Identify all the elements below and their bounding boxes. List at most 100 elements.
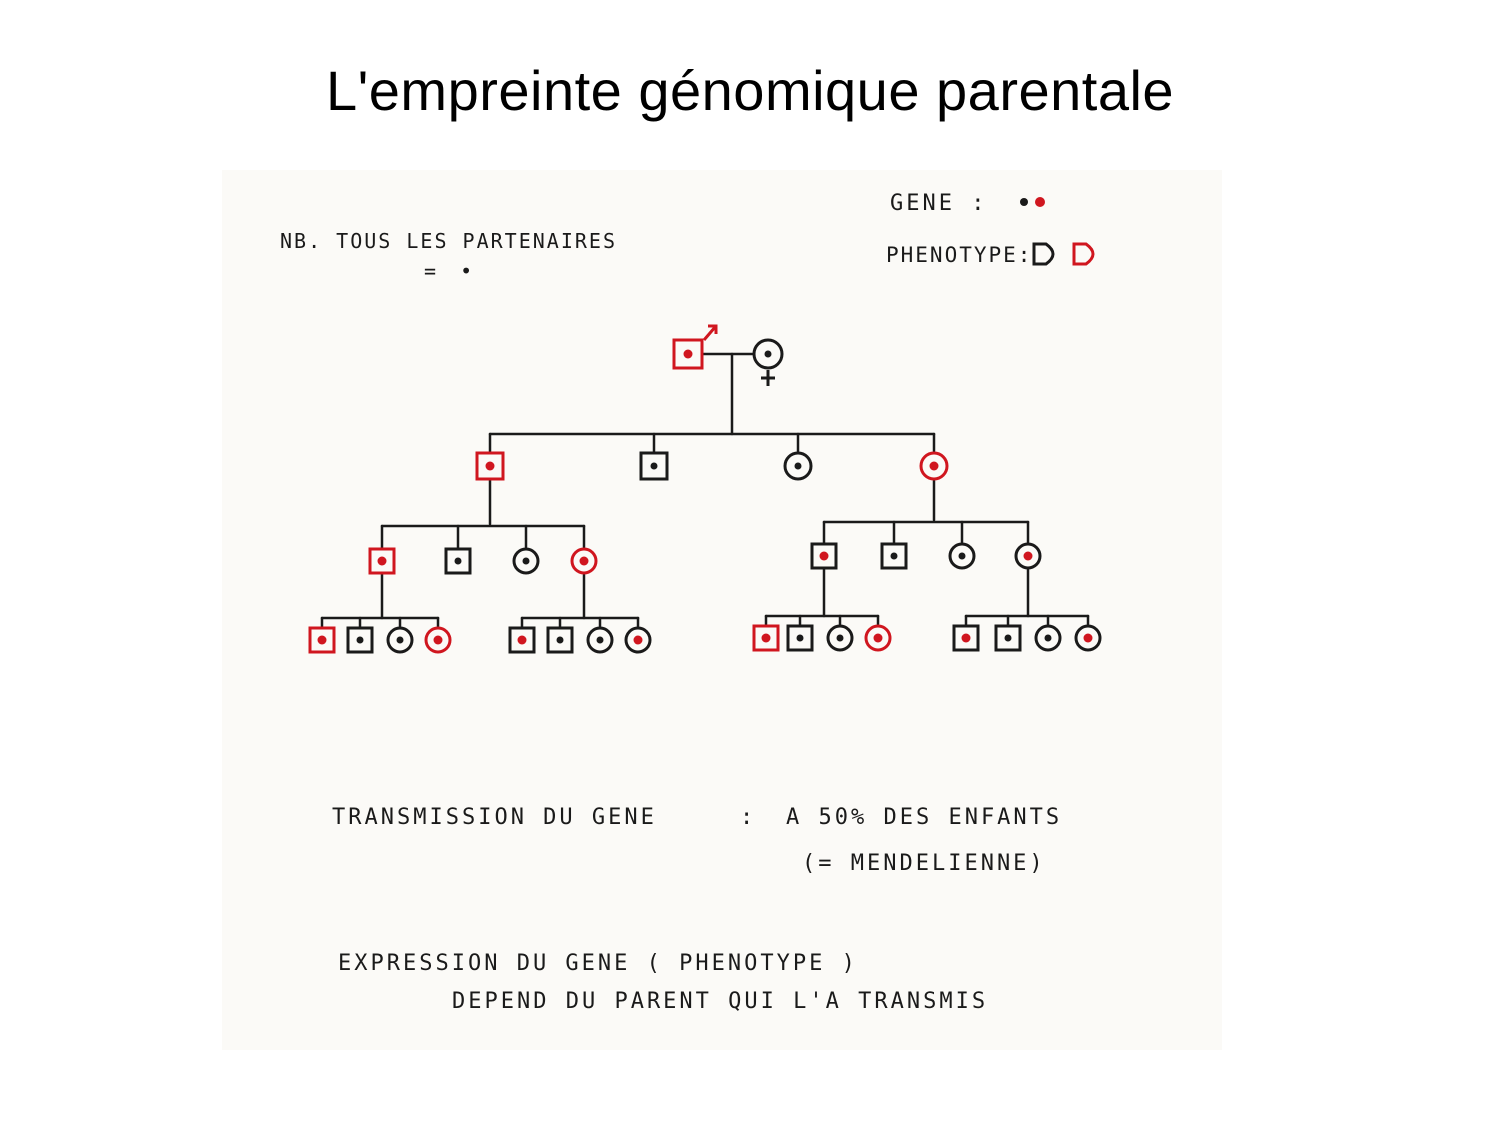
expression-line-2: DEPEND DU PARENT QUI L'A TRANSMIS xyxy=(452,989,988,1014)
square-symbol xyxy=(880,542,908,570)
circle-symbol xyxy=(386,626,414,654)
square-symbol xyxy=(786,624,814,652)
square-symbol xyxy=(752,624,780,652)
gene-dot xyxy=(633,635,643,645)
legend-phenotype-label: PHENOTYPE: xyxy=(886,243,1032,267)
square-symbol xyxy=(346,626,374,654)
transmission-separator: : xyxy=(740,805,756,830)
expression-line-1: EXPRESSION DU GENE ( PHENOTYPE ) xyxy=(338,951,858,976)
gene-dot xyxy=(794,462,802,470)
male-individual xyxy=(672,338,704,370)
square-symbol xyxy=(368,547,396,575)
gene-dot xyxy=(1004,634,1012,642)
legend-gene-dot-red xyxy=(1035,197,1045,207)
circle-symbol xyxy=(1014,542,1042,570)
circle-symbol xyxy=(783,451,813,481)
female-individual xyxy=(864,624,892,652)
pedigree-drawing: GENE : PHENOTYPE: NB. TOUS LES PARTENAIR… xyxy=(222,170,1222,1050)
circle-symbol xyxy=(826,624,854,652)
female-individual xyxy=(624,626,652,654)
gene-dot xyxy=(485,461,495,471)
gene-dot xyxy=(890,552,898,560)
male-individual xyxy=(508,626,536,654)
female-individual xyxy=(586,626,614,654)
square-symbol xyxy=(475,451,505,481)
gene-dot xyxy=(433,635,443,645)
male-individual xyxy=(475,451,505,481)
gene-dot xyxy=(796,634,804,642)
male-individual xyxy=(810,542,838,570)
gene-dot xyxy=(556,636,564,644)
male-individual xyxy=(346,626,374,654)
female-individual xyxy=(386,626,414,654)
male-sign-arrow xyxy=(702,324,718,341)
circle-symbol xyxy=(512,547,540,575)
gene-dot xyxy=(317,635,327,645)
circle-symbol xyxy=(752,338,784,370)
transmission-value: A 50% DES ENFANTS xyxy=(786,805,1062,830)
gene-dot xyxy=(836,634,844,642)
square-symbol xyxy=(810,542,838,570)
nb-line-1: NB. TOUS LES PARTENAIRES xyxy=(280,229,617,253)
female-individual xyxy=(1034,624,1062,652)
female-individual xyxy=(919,451,949,481)
female-individual xyxy=(752,338,784,370)
female-individual xyxy=(1074,624,1102,652)
legend-gene-label: GENE : xyxy=(890,191,987,216)
female-sign-cross xyxy=(761,370,775,386)
male-individual xyxy=(880,542,908,570)
female-individual xyxy=(424,626,452,654)
male-individual xyxy=(952,624,980,652)
gene-dot xyxy=(1023,551,1033,561)
male-individual xyxy=(546,626,574,654)
male-individual xyxy=(308,626,336,654)
gene-dot xyxy=(958,552,966,560)
square-symbol xyxy=(994,624,1022,652)
gene-dot xyxy=(764,350,772,358)
gene-dot xyxy=(650,462,658,470)
gene-dot xyxy=(454,557,462,565)
square-symbol xyxy=(444,547,472,575)
transmission-label: TRANSMISSION DU GENE xyxy=(332,805,657,830)
gene-dot xyxy=(522,557,530,565)
female-individual xyxy=(783,451,813,481)
gene-dot xyxy=(873,633,883,643)
female-individual xyxy=(570,547,598,575)
male-individual xyxy=(752,624,780,652)
gene-dot xyxy=(517,635,527,645)
male-individual xyxy=(994,624,1022,652)
female-individual xyxy=(826,624,854,652)
gene-dot xyxy=(396,636,404,644)
gene-dot xyxy=(579,556,589,566)
square-symbol xyxy=(952,624,980,652)
legend-phenotype-red-symbol xyxy=(1072,242,1095,266)
gene-dot xyxy=(929,461,939,471)
female-individual xyxy=(948,542,976,570)
square-symbol xyxy=(308,626,336,654)
gene-dot xyxy=(761,633,771,643)
square-symbol xyxy=(672,338,704,370)
legend-gene-dot-black xyxy=(1020,198,1028,206)
circle-symbol xyxy=(424,626,452,654)
gene-dot xyxy=(377,556,387,566)
paper-background xyxy=(222,170,1222,1050)
female-individual xyxy=(1014,542,1042,570)
circle-symbol xyxy=(586,626,614,654)
circle-symbol xyxy=(864,624,892,652)
gene-dot xyxy=(1083,633,1093,643)
circle-symbol xyxy=(1074,624,1102,652)
gene-dot xyxy=(1044,634,1052,642)
male-individual xyxy=(639,451,669,481)
square-symbol xyxy=(639,451,669,481)
male-individual xyxy=(444,547,472,575)
square-symbol xyxy=(546,626,574,654)
male-individual xyxy=(368,547,396,575)
circle-symbol xyxy=(948,542,976,570)
gene-dot xyxy=(819,551,829,561)
nb-line-2: = • xyxy=(424,259,478,283)
gene-dot xyxy=(596,636,604,644)
gene-dot xyxy=(683,349,693,359)
pedigree-lines xyxy=(320,352,1090,629)
circle-symbol xyxy=(624,626,652,654)
circle-symbol xyxy=(919,451,949,481)
